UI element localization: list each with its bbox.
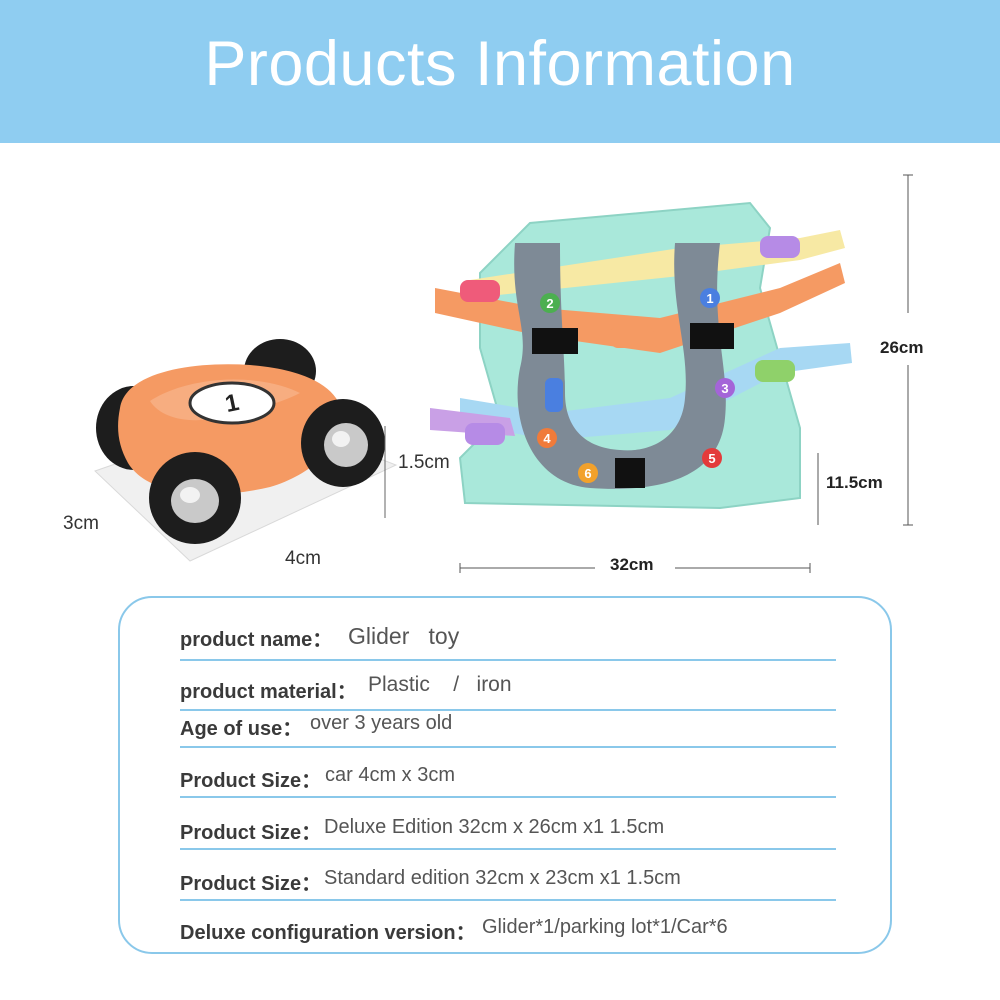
car-length-label: 4cm bbox=[285, 548, 321, 569]
row-divider bbox=[180, 899, 836, 901]
info-row-configuration: Deluxe configuration version： Glider*1/p… bbox=[180, 902, 836, 952]
track-number-4: 4 bbox=[543, 431, 551, 446]
info-value: Glider*1/parking lot*1/Car*6 bbox=[482, 916, 728, 938]
info-row-name: product name： Glider toy bbox=[180, 611, 836, 661]
race-track-image: 1 2 3 4 5 6 bbox=[430, 201, 852, 510]
track-height-label: 26cm bbox=[880, 338, 924, 357]
row-divider bbox=[180, 659, 836, 661]
car-height-label: 1.5cm bbox=[398, 452, 450, 473]
info-row-deluxe-size: Product Size： Deluxe Edition 32cm x 26cm… bbox=[180, 800, 836, 850]
toy-car-image: 1 bbox=[94, 339, 398, 562]
info-value: car 4cm x 3cm bbox=[325, 764, 456, 786]
page-title: Products Information bbox=[204, 29, 796, 99]
header-banner: Products Information bbox=[0, 0, 1000, 143]
info-row-standard-size: Product Size： Standard edition 32cm x 23… bbox=[180, 851, 836, 901]
track-number-6: 6 bbox=[584, 466, 591, 481]
row-divider bbox=[180, 709, 836, 711]
row-divider bbox=[180, 796, 836, 798]
track-number-2: 2 bbox=[546, 296, 553, 311]
track-number-3: 3 bbox=[721, 381, 728, 396]
product-info-box: product name： Glider toy product materia… bbox=[118, 596, 892, 954]
info-label: Deluxe configuration version： bbox=[180, 922, 476, 944]
row-divider bbox=[180, 746, 836, 748]
info-value: Standard edition 32cm x 23cm x1 1.5cm bbox=[324, 867, 681, 889]
track-base-height-label: 11.5cm bbox=[826, 473, 883, 492]
product-illustration: 1 1.5cm 3cm 4cm 1 2 3 4 5 6 bbox=[0, 143, 1000, 593]
info-label: product material： bbox=[180, 681, 357, 703]
info-label: Product Size： bbox=[180, 873, 322, 895]
row-divider bbox=[180, 848, 836, 850]
info-value: Deluxe Edition 32cm x 26cm x1 1.5cm bbox=[324, 816, 665, 838]
track-width-label: 32cm bbox=[610, 555, 654, 574]
info-label: product name： bbox=[180, 629, 333, 651]
info-label: Age of use： bbox=[180, 718, 303, 740]
info-row-car-size: Product Size： car 4cm x 3cm bbox=[180, 748, 836, 798]
info-value: Plastic / iron bbox=[368, 673, 512, 696]
info-label: Product Size： bbox=[180, 770, 322, 792]
svg-text:1: 1 bbox=[223, 389, 242, 418]
info-value: over 3 years old bbox=[310, 712, 453, 734]
info-row-material: product material： Plastic / iron bbox=[180, 661, 836, 711]
car-depth-label: 3cm bbox=[63, 513, 99, 534]
info-label: Product Size： bbox=[180, 822, 322, 844]
track-number-1: 1 bbox=[706, 291, 713, 306]
track-number-5: 5 bbox=[708, 451, 715, 466]
info-row-age: Age of use： over 3 years old bbox=[180, 698, 836, 748]
info-value: Glider toy bbox=[348, 623, 460, 649]
